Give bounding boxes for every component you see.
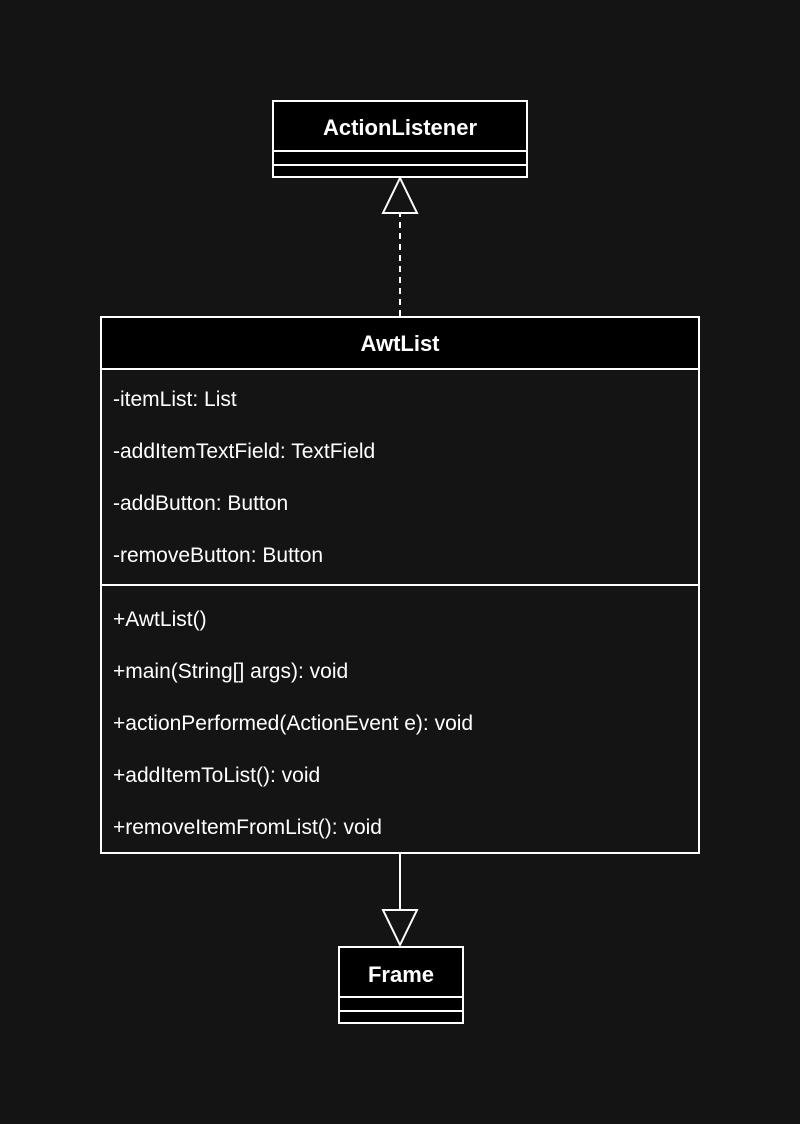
class-name: AwtList (102, 318, 698, 370)
attribute-item: -addButton: Button (113, 492, 289, 515)
operation-item: +AwtList() (113, 608, 207, 631)
attributes-compartment (340, 998, 462, 1010)
attributes-compartment: -itemList: List -addItemTextField: TextF… (102, 370, 698, 586)
generalization-arrowhead (381, 909, 419, 948)
attribute-item: -addItemTextField: TextField (113, 440, 376, 463)
class-frame[interactable]: Frame (338, 946, 464, 1024)
operation-item: +addItemToList(): void (113, 764, 321, 787)
attribute-item: -itemList: List (113, 388, 237, 411)
class-awtlist[interactable]: AwtList -itemList: List -addItemTextFiel… (100, 316, 700, 854)
attribute-item: -removeButton: Button (113, 544, 324, 567)
operations-compartment: +AwtList() +main(String[] args): void +a… (102, 586, 698, 854)
operations-compartment (274, 164, 526, 176)
operations-compartment (340, 1010, 462, 1022)
operation-item: +main(String[] args): void (113, 660, 349, 683)
attributes-compartment (274, 152, 526, 164)
operation-item: +removeItemFromList(): void (113, 816, 382, 839)
class-name: Frame (340, 948, 462, 998)
operation-item: +actionPerformed(ActionEvent e): void (113, 712, 474, 735)
class-name: ActionListener (274, 102, 526, 152)
realization-arrowhead (381, 175, 419, 214)
class-action-listener[interactable]: ActionListener (272, 100, 528, 178)
